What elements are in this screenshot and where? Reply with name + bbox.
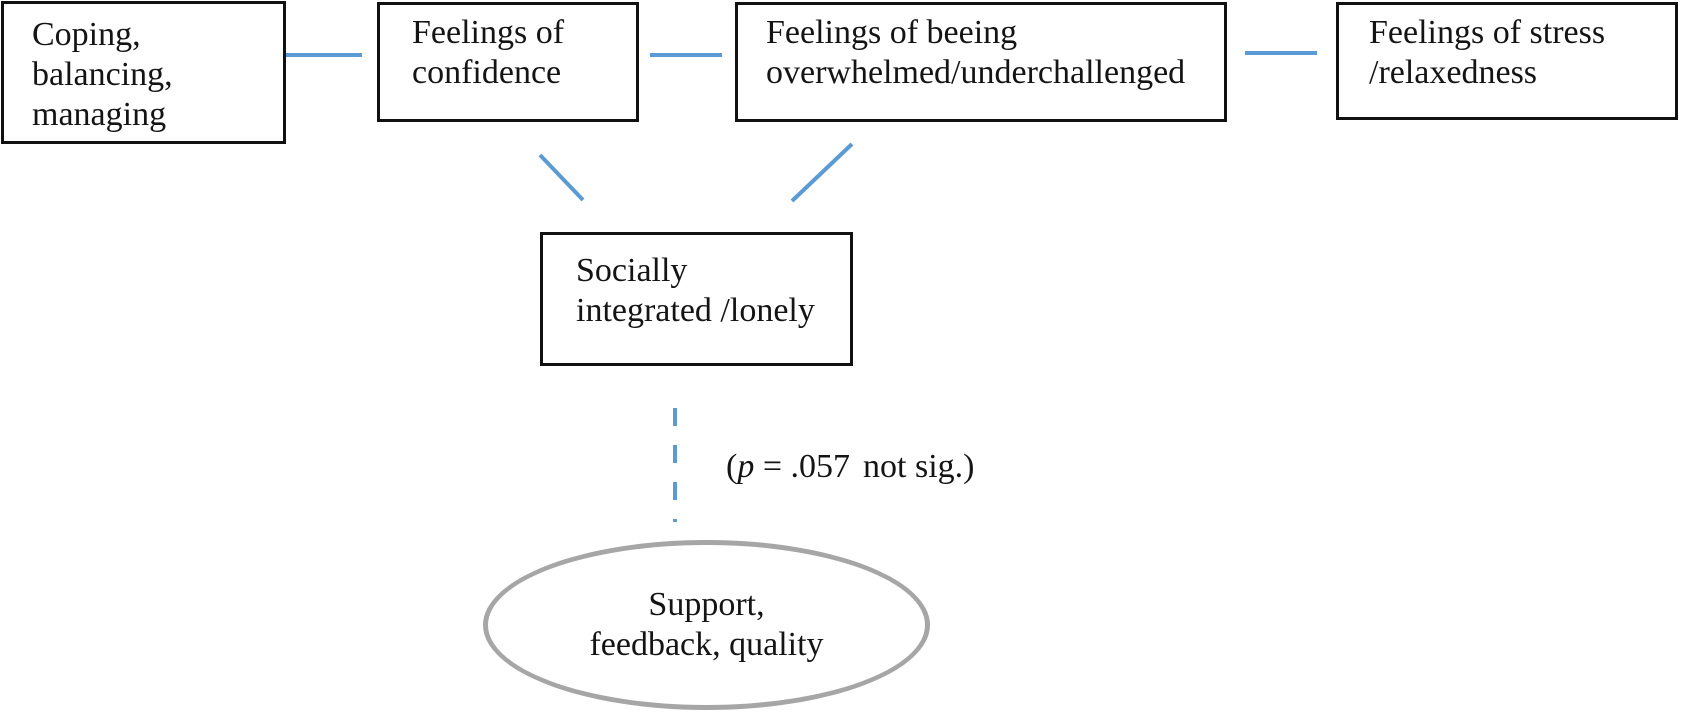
annotation-open-paren: ( (726, 448, 738, 485)
box-feelings-of-beeing-overwhelmed: Feelings of beeing overwhelmed/underchal… (735, 2, 1227, 122)
box-text-line: Coping, (32, 16, 141, 53)
p-value-annotation: (p = .057 not sig.) (726, 447, 974, 487)
connector-overwhelmed-social (790, 142, 854, 203)
annotation-not-sig: not sig.) (863, 448, 975, 485)
connector-confidence-social (538, 153, 585, 202)
annotation-value: = .057 (754, 448, 851, 485)
box-text-line: Feelings of (412, 14, 565, 51)
box-text-line: balancing, (32, 56, 173, 93)
box-text-line: Feelings of stress (1369, 14, 1606, 51)
box-text-line: managing (32, 96, 167, 133)
box-socially-integrated-lonely: Socially integrated /lonely (540, 232, 853, 366)
box-coping-balancing-managing: Coping, balancing, managing (1, 1, 286, 144)
box-text-line: overwhelmed/underchallenged (766, 54, 1186, 91)
ellipse-support-feedback-quality: Support, feedback, quality (483, 540, 930, 710)
box-text-line: confidence (412, 54, 562, 91)
ellipse-text-line: feedback, quality (589, 626, 824, 663)
box-text-line: /relaxedness (1369, 54, 1538, 91)
annotation-p-symbol: p (737, 448, 755, 485)
box-text-line: Socially (576, 252, 688, 289)
box-feelings-of-stress-relaxedness: Feelings of stress /relaxedness (1336, 2, 1678, 120)
box-text-line: integrated /lonely (576, 292, 815, 329)
ellipse-text-line: Support, (648, 586, 765, 623)
box-feelings-of-confidence: Feelings of confidence (377, 2, 639, 122)
box-text-line: Feelings of beeing (766, 14, 1018, 51)
